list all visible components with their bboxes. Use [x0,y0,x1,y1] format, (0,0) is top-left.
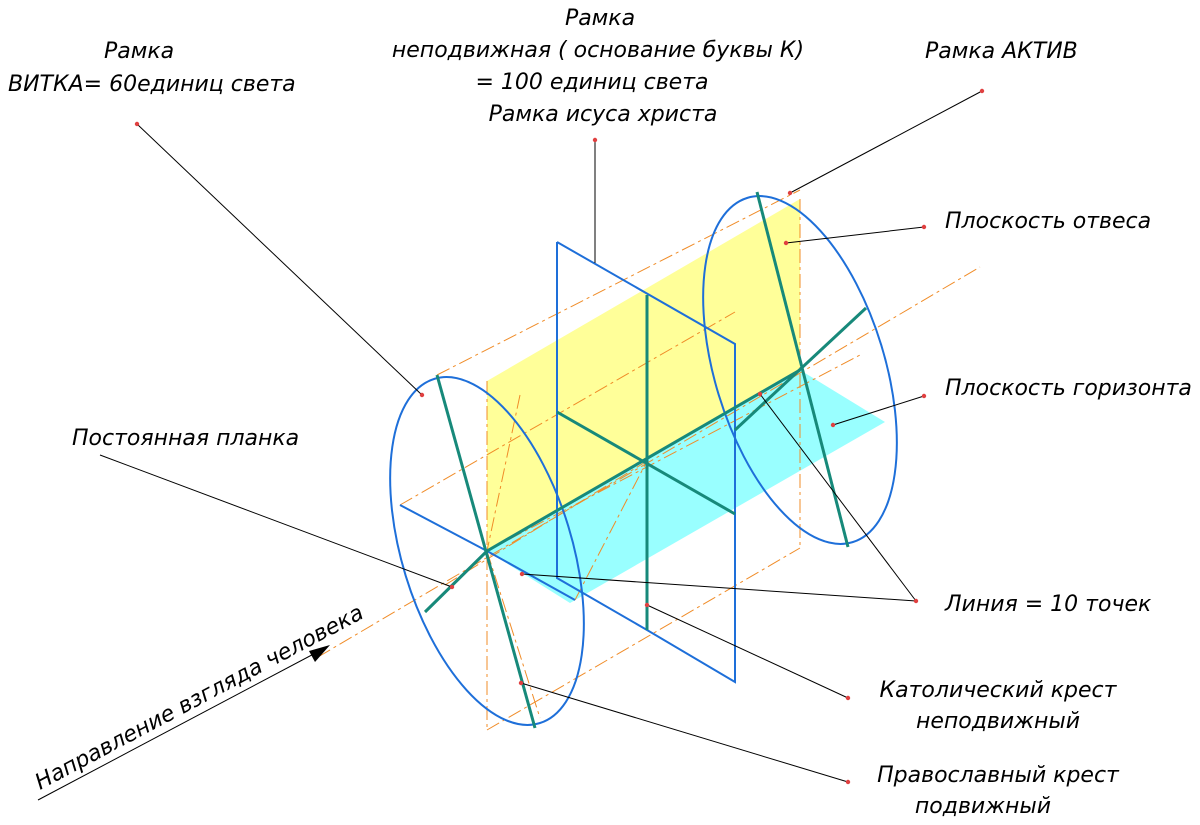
leader-points [134,88,985,785]
label-center-line3: = 100 единиц света [476,70,709,95]
label-view-direction: Направление взгляда человека [31,600,368,795]
label-line10: Линия = 10 точек [944,592,1152,617]
label-center-line1: Рамка [565,6,635,31]
leader-lines [99,90,983,783]
aktiv-cross [733,191,868,548]
catholic-cross-fixed [556,295,736,630]
label-center-line2: неподвижная ( основание буквы К) [392,38,804,63]
constant-bar [486,368,801,553]
label-horizon-plane: Плоскость горизонта [945,376,1192,401]
frame-fixed [486,241,736,684]
orthodox-cross-movable [423,374,537,729]
label-catholic-line1: Католический крест [880,678,1118,703]
label-orthodox-line2: подвижный [915,794,1051,819]
label-constant-bar: Постоянная планка [72,426,299,451]
label-plumb-plane: Плоскость отвеса [945,209,1151,234]
plumb-plane [487,199,800,551]
view-direction-arrow [37,645,330,801]
label-center-line4: Рамка исуса христа [489,102,718,127]
label-vitka-line1: Рамка [104,39,174,64]
frame-vitka [389,376,585,726]
frame-aktiv [702,195,898,545]
label-catholic-line2: неподвижный [916,709,1080,734]
label-vitka-line2: ВИТКА= 60единиц света [8,72,296,97]
label-orthodox-line1: Православный крест [877,763,1120,788]
label-aktiv: Рамка АКТИВ [925,39,1078,64]
